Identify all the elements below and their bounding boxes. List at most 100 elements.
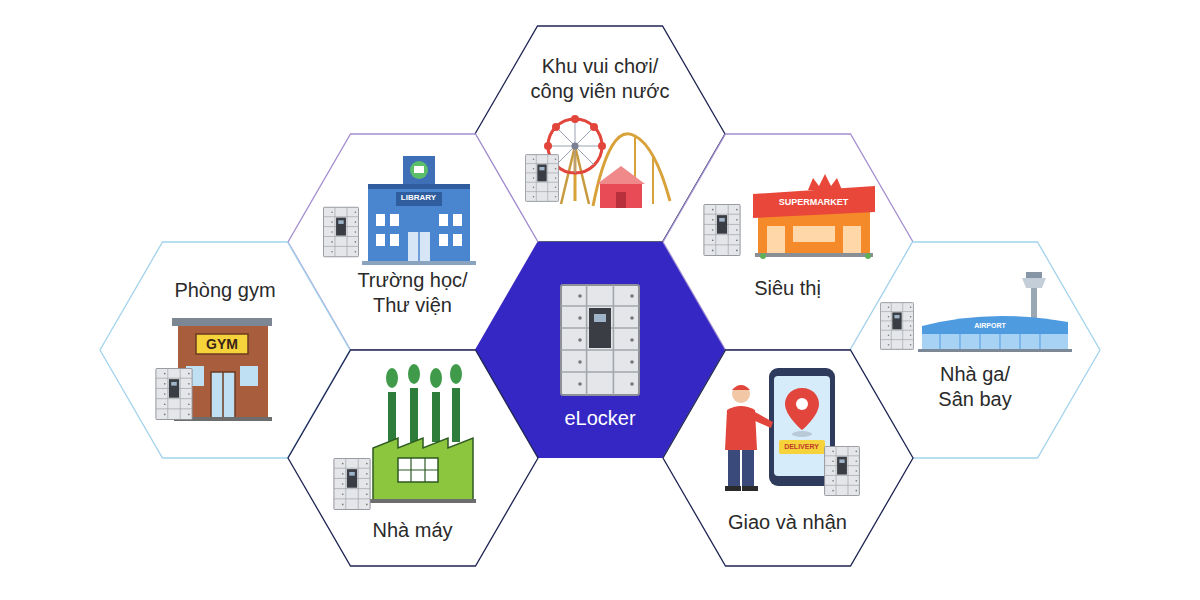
gym-building-part xyxy=(196,334,248,354)
smartphone-part xyxy=(785,388,819,430)
supermarket-building-part xyxy=(843,226,861,254)
library-building-part xyxy=(408,232,430,262)
library-building xyxy=(362,156,476,265)
hexagon-shape xyxy=(663,350,913,566)
node-label: Nhà ga/ Sân bay xyxy=(925,362,1025,412)
gym-building-part xyxy=(240,366,258,386)
locker-icon xyxy=(525,155,558,202)
smartphone-part xyxy=(796,398,808,410)
library-building-part xyxy=(410,161,428,179)
airport-building-part xyxy=(918,349,1072,352)
delivery-hex: Giao và nhận DELIVERY xyxy=(663,350,913,566)
library-building-part xyxy=(403,156,435,184)
supermarket-building-part xyxy=(865,253,871,259)
supermarket-building-part xyxy=(758,212,870,254)
roller-coaster-part xyxy=(652,156,654,204)
delivery-illustration xyxy=(663,350,913,566)
node-label: eLocker xyxy=(530,406,670,431)
courier-person-part xyxy=(725,406,757,450)
locker-icon xyxy=(156,368,192,419)
locker-icon xyxy=(703,204,739,255)
supermarket-building-part xyxy=(760,253,766,259)
sign-text: DELIVERY xyxy=(784,443,819,450)
locker-icon xyxy=(561,285,639,395)
gym-building-part xyxy=(211,372,235,418)
factory-building-part xyxy=(370,499,476,503)
sign-text: SUPERMARKET xyxy=(779,198,849,207)
factory-building-part xyxy=(408,364,420,384)
node-label: Trường học/ Thư viện xyxy=(351,268,475,318)
factory-building-part xyxy=(430,368,442,388)
node-label: Khu vui chơi/ công viên nước xyxy=(524,54,676,104)
node-label: Giao và nhận xyxy=(713,510,863,535)
ferris-wheel-part xyxy=(544,142,552,150)
node-label: Phòng gym xyxy=(150,278,300,303)
library-building-part xyxy=(368,184,470,189)
courier-person-part xyxy=(728,450,740,488)
supermarket-building xyxy=(753,174,875,259)
ferris-wheel-part xyxy=(556,127,594,165)
library-building-part xyxy=(368,184,470,262)
gym-building-part xyxy=(172,318,272,326)
library-building-part xyxy=(453,234,462,246)
ferris-wheel-part xyxy=(552,123,560,131)
courier-person-part xyxy=(732,385,750,403)
tent-part xyxy=(597,166,645,184)
library-building-part xyxy=(396,192,442,206)
airport-building-part xyxy=(940,334,941,350)
locker-icon xyxy=(824,446,859,495)
ferris-wheel-part xyxy=(590,123,598,131)
hexagon-shape xyxy=(288,350,538,566)
ferris-wheel-part xyxy=(572,143,579,150)
factory-building-part xyxy=(398,458,438,482)
supermarket-building-part xyxy=(753,186,875,218)
airport-building-part xyxy=(1026,272,1042,278)
factory-building-part xyxy=(398,469,438,470)
courier-person-part xyxy=(753,412,773,428)
factory-hex: Nhà máy xyxy=(288,350,538,566)
supermarket-building-part xyxy=(767,226,785,254)
sign-text: AIRPORT xyxy=(974,322,1006,329)
sign-text: GYM xyxy=(206,337,238,351)
library-building-part xyxy=(390,234,399,246)
ferris-wheel-part xyxy=(556,127,594,165)
airport-building-part xyxy=(922,316,1068,350)
factory-building-part xyxy=(432,392,440,442)
ferris-wheel-part xyxy=(575,146,589,204)
factory-building-part xyxy=(388,392,396,442)
ferris-wheel-part xyxy=(571,115,579,123)
library-building-part xyxy=(439,234,448,246)
factory-building-part xyxy=(450,364,462,384)
library-building-part xyxy=(418,232,420,262)
node-label: Nhà máy xyxy=(343,518,483,543)
library-building-part xyxy=(453,214,462,226)
tent-part xyxy=(616,192,626,208)
factory-building-part xyxy=(373,438,473,500)
tent xyxy=(597,166,645,208)
supermarket-building-part xyxy=(808,174,842,190)
supermarket-building-part xyxy=(755,253,873,257)
smartphone-part xyxy=(779,440,825,454)
library-building-part xyxy=(439,214,448,226)
courier-person-part xyxy=(742,450,754,488)
airport-building-part xyxy=(922,334,1068,350)
courier-person-part xyxy=(732,385,750,390)
locker-icon xyxy=(323,207,358,257)
factory-building-part xyxy=(386,368,398,388)
smartphone-part xyxy=(774,376,830,476)
ferris-wheel-part xyxy=(598,142,606,150)
gym-building-part xyxy=(222,372,224,418)
airport-building-part xyxy=(1022,278,1046,288)
sign-text: LIBRARY xyxy=(401,194,436,202)
tent-part xyxy=(600,184,642,208)
library-building-part xyxy=(362,261,476,265)
courier-person xyxy=(725,385,773,491)
airport-building-part xyxy=(1000,334,1001,350)
courier-person-part xyxy=(725,486,741,491)
factory-building xyxy=(370,364,476,503)
locker-icon xyxy=(880,303,913,350)
airport-building-part xyxy=(980,334,981,350)
library-building-part xyxy=(390,214,399,226)
